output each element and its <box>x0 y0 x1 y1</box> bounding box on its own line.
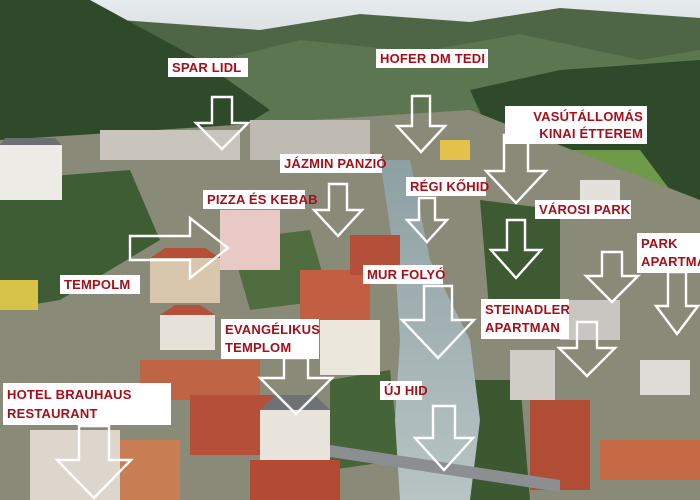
arrow-uj-hid <box>412 404 476 472</box>
label-regi-kohid: RÉGI KŐHID <box>406 177 489 196</box>
arrow-pizza-kebab <box>128 215 230 281</box>
arrow-vasutallomas <box>483 133 549 205</box>
arrow-hotel-brauhaus <box>54 424 134 500</box>
label-pizza-es-kebab: PIZZA ÉS KEBAB <box>203 190 317 209</box>
label-hotel-brauhaus-restaurant: HOTEL BRAUHAUS RESTAURANT <box>3 383 171 425</box>
arrow-park-apartman-1 <box>583 250 641 304</box>
arrow-mur-folyo <box>399 284 477 360</box>
label-hofer-dm-tedi: HOFER DM TEDI <box>376 49 488 68</box>
arrow-hofer <box>394 94 448 154</box>
arrow-evangelikus <box>257 356 335 416</box>
arrow-regi-kohid <box>404 196 450 244</box>
arrow-park-apartman-2 <box>653 270 700 336</box>
arrow-steinadler <box>556 320 618 378</box>
label-evangelikus-templom: EVANGÉLIKUS TEMPLOM <box>221 319 320 359</box>
label-varosi-park: VÁROSI PARK <box>535 200 631 219</box>
label-uj-hid: ÚJ HID <box>380 381 428 400</box>
label-park-apartman: PARK APARTMAN <box>637 233 700 273</box>
arrow-jazmin <box>311 182 365 238</box>
arrow-varosi-park <box>488 218 544 280</box>
label-jazmin-panzio: JÁZMIN PANZIÓ <box>280 154 387 173</box>
label-tempolm: TEMPOLM <box>60 275 140 294</box>
arrow-spar-lidl <box>193 95 251 151</box>
label-mur-folyo: MUR FOLYÓ <box>363 265 445 284</box>
label-spar-lidl: SPAR LIDL <box>168 58 248 77</box>
label-steinadler-apartman: STEINADLER APARTMAN <box>481 299 570 339</box>
